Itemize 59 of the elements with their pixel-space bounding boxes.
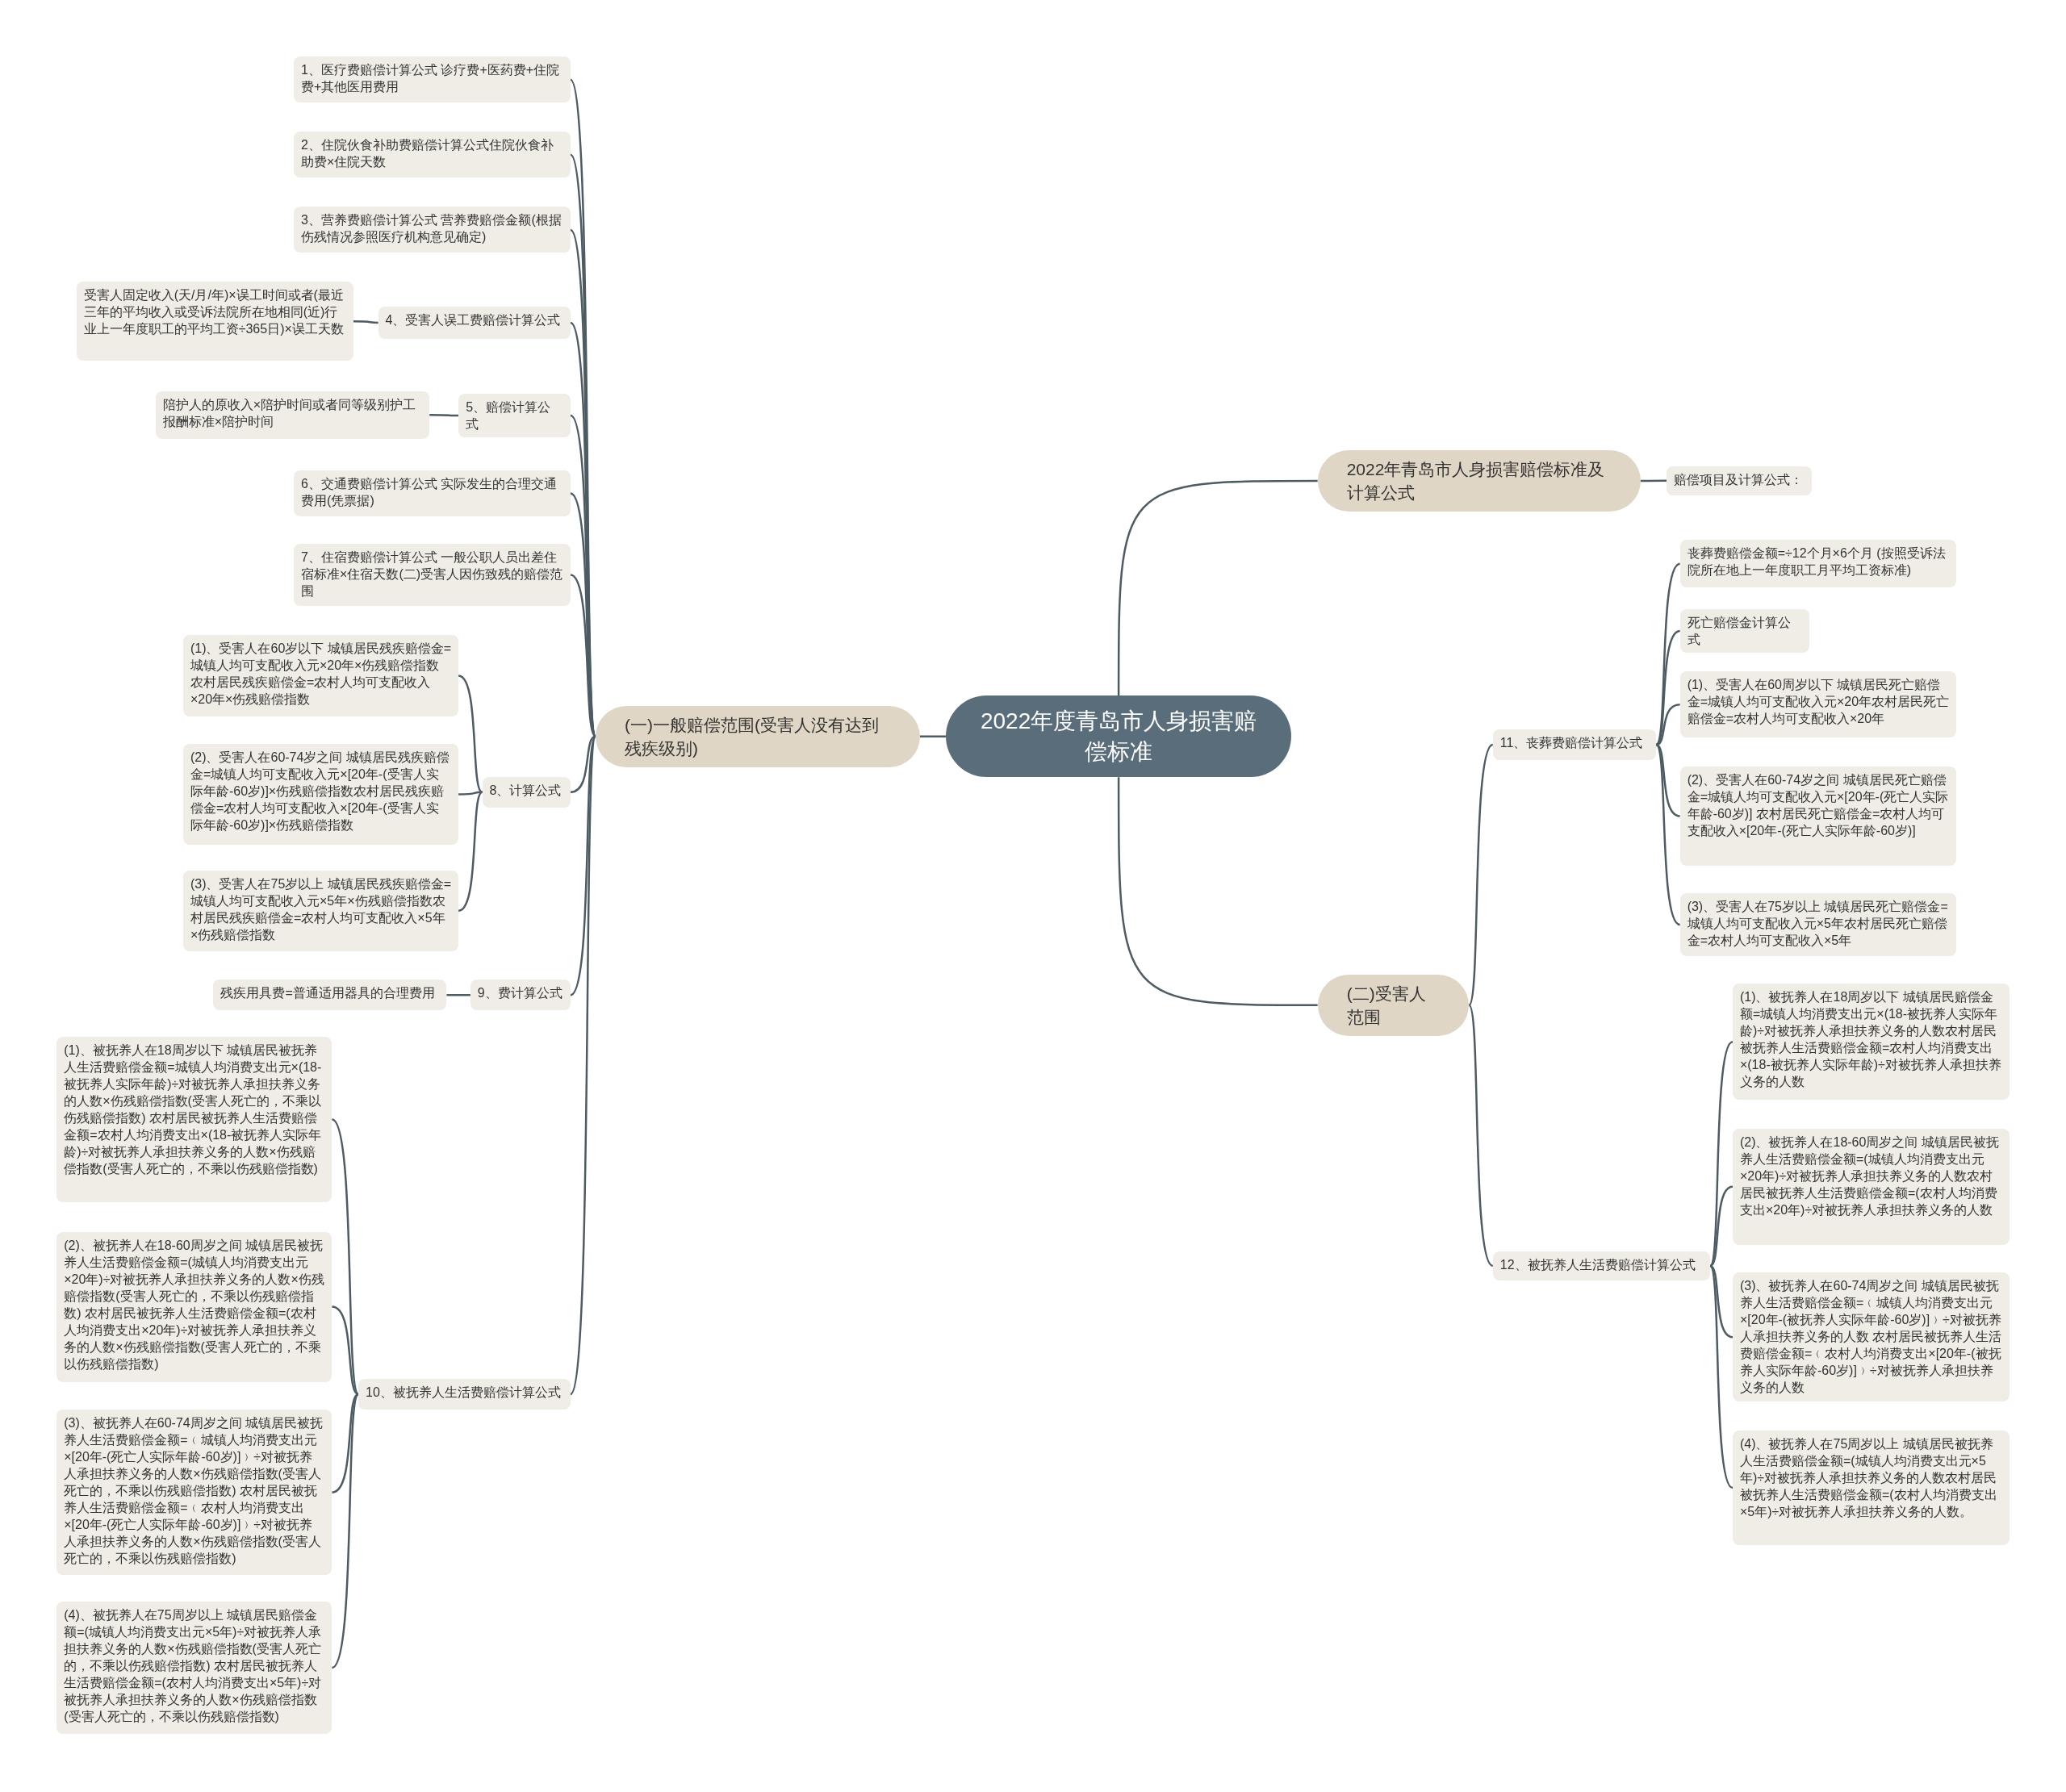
connector-line [458, 675, 483, 793]
subtopic-box: 8、计算公式 [482, 777, 571, 808]
connector-line [1655, 744, 1681, 926]
subtopic-box: 10、被抚养人生活费赔偿计算公式 [358, 1379, 571, 1410]
subtopic-box: 9、费计算公式 [470, 980, 571, 1010]
subtopic-box: (3)、受害人在75岁以上 城镇居民残疾赔偿金=城镇人均可支配收入元×5年×伤残赔偿指数农村居民残疾赔偿金=农村人均可支配收入×5年×伤残赔偿指数 [182, 870, 459, 951]
connector-line [446, 994, 470, 996]
connector-line [1709, 1185, 1734, 1267]
subtopic-box: (4)、被抚养人在75周岁以上 城镇居民被抚养人生活费赔偿金额=(城镇人均消费支出元×5年)÷对被抚养人承担扶养义务的人数农村居民被抚养人生活费赔偿金额=(农村人均消费支出×5年)÷对被抚养人承担扶养义务的人数。 [1732, 1431, 2010, 1546]
subtopic-box: 受害人固定收入(天/月/年)×误工时间或者(最近三年的平均收入或受诉法院所在地相同(近)行业上一年度职工的平均工资÷365日)×误工天数 [76, 282, 353, 361]
subtopic-box: 死亡赔偿金计算公式 [1679, 609, 1809, 654]
connector-line [331, 1393, 360, 1669]
connector-line [429, 413, 459, 417]
connector-line [1709, 1264, 1734, 1339]
subtopic-box: (1)、被抚养人在18周岁以下 城镇居民被抚养人生活费赔偿金额=城镇人均消费支出元×(18-被抚养人实际年龄)÷对被抚养人承担扶养义务的人数×伤残赔偿指数(受害人死亡的，不乘以伤残赔偿指数) 农村居民被抚养人生活费赔偿金额=农村人均消费支出×(18-被抚养人实际年龄)÷对被抚养人承担扶养义务的人数×伤残赔偿指数(受害人死亡的，不乘以伤残赔偿指数) [56, 1036, 332, 1203]
subtopic-box: (4)、被抚养人在75周岁以上 城镇居民赔偿金额=(城镇人均消费支出元×5年)÷对被抚养人承担扶养义务的人数×伤残赔偿指数(受害人死亡的，不乘以伤残赔偿指数) 农村居民被抚养人生活费赔偿金额=(农村人均消费支出×5年)÷对被抚养人承担扶养义务的人数×伤残赔偿指数(受害人死亡的，不乘以伤残赔偿指数) [56, 1602, 332, 1734]
subtopic-box: 5、赔偿计算公式 [458, 394, 571, 438]
subtopic-box: (1)、被抚养人在18周岁以下 城镇居民赔偿金额=城镇人均消费支出元×(18-被抚养人实际年龄)÷对被抚养人承担扶养义务的人数农村居民被抚养人生活费赔偿金额=农村人均消费支出×(18-被抚养人实际年龄)÷对被抚养人承担扶养义务的人数 [1732, 984, 2010, 1101]
subtopic-box: (3)、被抚养人在60-74周岁之间 城镇居民被抚养人生活费赔偿金额=﹙城镇人均消费支出元×[20年-(死亡人实际年龄-60岁)]﹚÷对被抚养人承担扶养义务的人数×伤残赔偿指数(受害人死亡的，不乘以伤残赔偿指数) 农村居民被抚养人生活费赔偿金额=﹙农村人均消费支出×[20年-(死亡人实际年龄-60岁)]﹚÷对被抚养人承担扶养义务的人数×伤残赔偿指数(受害人死亡的，不乘以伤残赔偿指数) [56, 1409, 332, 1576]
subtopic-box: (2)、受害人在60-74岁之间 城镇居民残疾赔偿金=城镇人均可支配收入元×[20年-(受害人实际年龄-60岁)]×伤残赔偿指数农村居民残疾赔偿金=农村人均可支配收入×[20年-(受害人实际年龄-60岁)]×伤残赔偿指数 [182, 744, 459, 845]
connector-line [458, 791, 483, 796]
connector-line [458, 791, 483, 912]
connector-line [353, 320, 378, 324]
subtopic-box: 陪护人的原收入×陪护时间或者同等级别护工报酬标准×陪护时间 [155, 391, 430, 439]
subtopic-box: 1、医疗费赔偿计算公式 诊疗费+医药费+住院费+其他医用费用 [294, 56, 571, 103]
subtopic-box: (2)、被抚养人在18-60周岁之间 城镇居民被抚养人生活费赔偿金额=(城镇人均消费支出元×20年)÷对被抚养人承担扶养义务的人数×伤残赔偿指数(受害人死亡的，不乘以伤残赔偿指数) 农村居民被抚养人生活费赔偿金额=(农村人均消费支出×20年)÷对被抚养人承担扶养义务的人数×伤残赔偿指数(受害人死亡的，不乘以伤残赔偿指数) [56, 1231, 332, 1382]
central-topic: 2022年度青岛市人身损害赔偿标准 [946, 695, 1291, 778]
branch-topic: (一)一般赔偿范围(受害人没有达到残疾级别) [595, 705, 920, 767]
connector-line [1640, 479, 1667, 482]
subtopic-box: 6、交通费赔偿计算公式 实际发生的合理交通费用(凭票据) [294, 470, 571, 516]
subtopic-box: 残疾用具费=普通适用器具的合理费用 [213, 980, 447, 1010]
subtopic-box: 7、住宿费赔偿计算公式 一般公职人员出差住宿标准×住宿天数(二)受害人因伤致残的赔偿范围 [294, 544, 571, 606]
subtopic-box: 11、丧葬费赔偿计算公式 [1492, 729, 1657, 760]
connector-line [1468, 1005, 1494, 1267]
subtopic-box: (1)、受害人在60岁以下 城镇居民残疾赔偿金=城镇人均可支配收入元×20年×伤残赔偿指数农村居民残疾赔偿金=农村人均可支配收入×20年×伤残赔偿指数 [182, 634, 459, 717]
branch-topic: (二)受害人范围 [1317, 974, 1470, 1036]
subtopic-box: (2)、受害人在60-74岁之间 城镇居民死亡赔偿金=城镇人均可支配收入元×[20年-(死亡人实际年龄-60岁)] 农村居民死亡赔偿金=农村人均可支配收入×[20年-(死亡人实际年龄-60岁)] [1679, 767, 1957, 866]
subtopic-box: (3)、被抚养人在60-74周岁之间 城镇居民被抚养人生活费赔偿金额=﹙城镇人均消费支出元×[20年-(被抚养人实际年龄-60岁)]﹚÷对被抚养人承担扶养义务的人数 农村居民被抚养人生活费赔偿金额=﹙农村人均消费支出×[20年-(被抚养人实际年龄-60岁)]﹚÷对被抚养人承担扶养义务的人数 [1732, 1272, 2010, 1402]
subtopic-box: 赔偿项目及计算公式： [1667, 466, 1812, 495]
connector-line [1709, 1265, 1734, 1489]
subtopic-box: 丧葬费赔偿金额=÷12个月×6个月 (按照受诉法院所在地上一年度职工月平均工资标准) [1679, 540, 1957, 588]
connector-line [332, 1305, 359, 1395]
connector-line [919, 735, 947, 737]
subtopic-box: (1)、受害人在60周岁以下 城镇居民死亡赔偿金=城镇人均可支配收入元×20年农村居民死亡赔偿金=农村人均可支配收入×20年 [1679, 671, 1957, 738]
connector-line [1117, 479, 1318, 696]
connector-line [1468, 744, 1494, 1006]
connector-line [570, 735, 596, 794]
subtopic-box: 3、营养费赔偿计算公式 营养费赔偿金额(根据伤残情况参照医疗机构意见确定) [294, 207, 571, 253]
subtopic-box: 4、受害人误工费赔偿计算公式 [378, 307, 571, 339]
connector-line [331, 1118, 360, 1395]
subtopic-box: 2、住院伙食补助费赔偿计算公式住院伙食补助费×住院天数 [294, 132, 571, 178]
connector-line [1117, 777, 1318, 1006]
subtopic-box: (2)、被抚养人在18-60周岁之间 城镇居民被抚养人生活费赔偿金额=(城镇人均消费支出元×20年)÷对被抚养人承担扶养义务的人数农村居民被抚养人生活费赔偿金额=(农村人均消费支出×20年)÷对被抚养人承担扶养义务的人数 [1732, 1129, 2010, 1245]
connector-line [332, 1393, 359, 1493]
connector-line [570, 574, 596, 737]
branch-topic: 2022年青岛市人身损害赔偿标准及计算公式 [1317, 449, 1641, 512]
subtopic-box: (3)、受害人在75岁以上 城镇居民死亡赔偿金=城镇人均可支配收入元×5年农村居民死亡赔偿金=农村人均可支配收入×5年 [1679, 892, 1957, 957]
subtopic-box: 12、被抚养人生活费赔偿计算公式 [1492, 1251, 1711, 1280]
connector-line [1655, 629, 1681, 746]
